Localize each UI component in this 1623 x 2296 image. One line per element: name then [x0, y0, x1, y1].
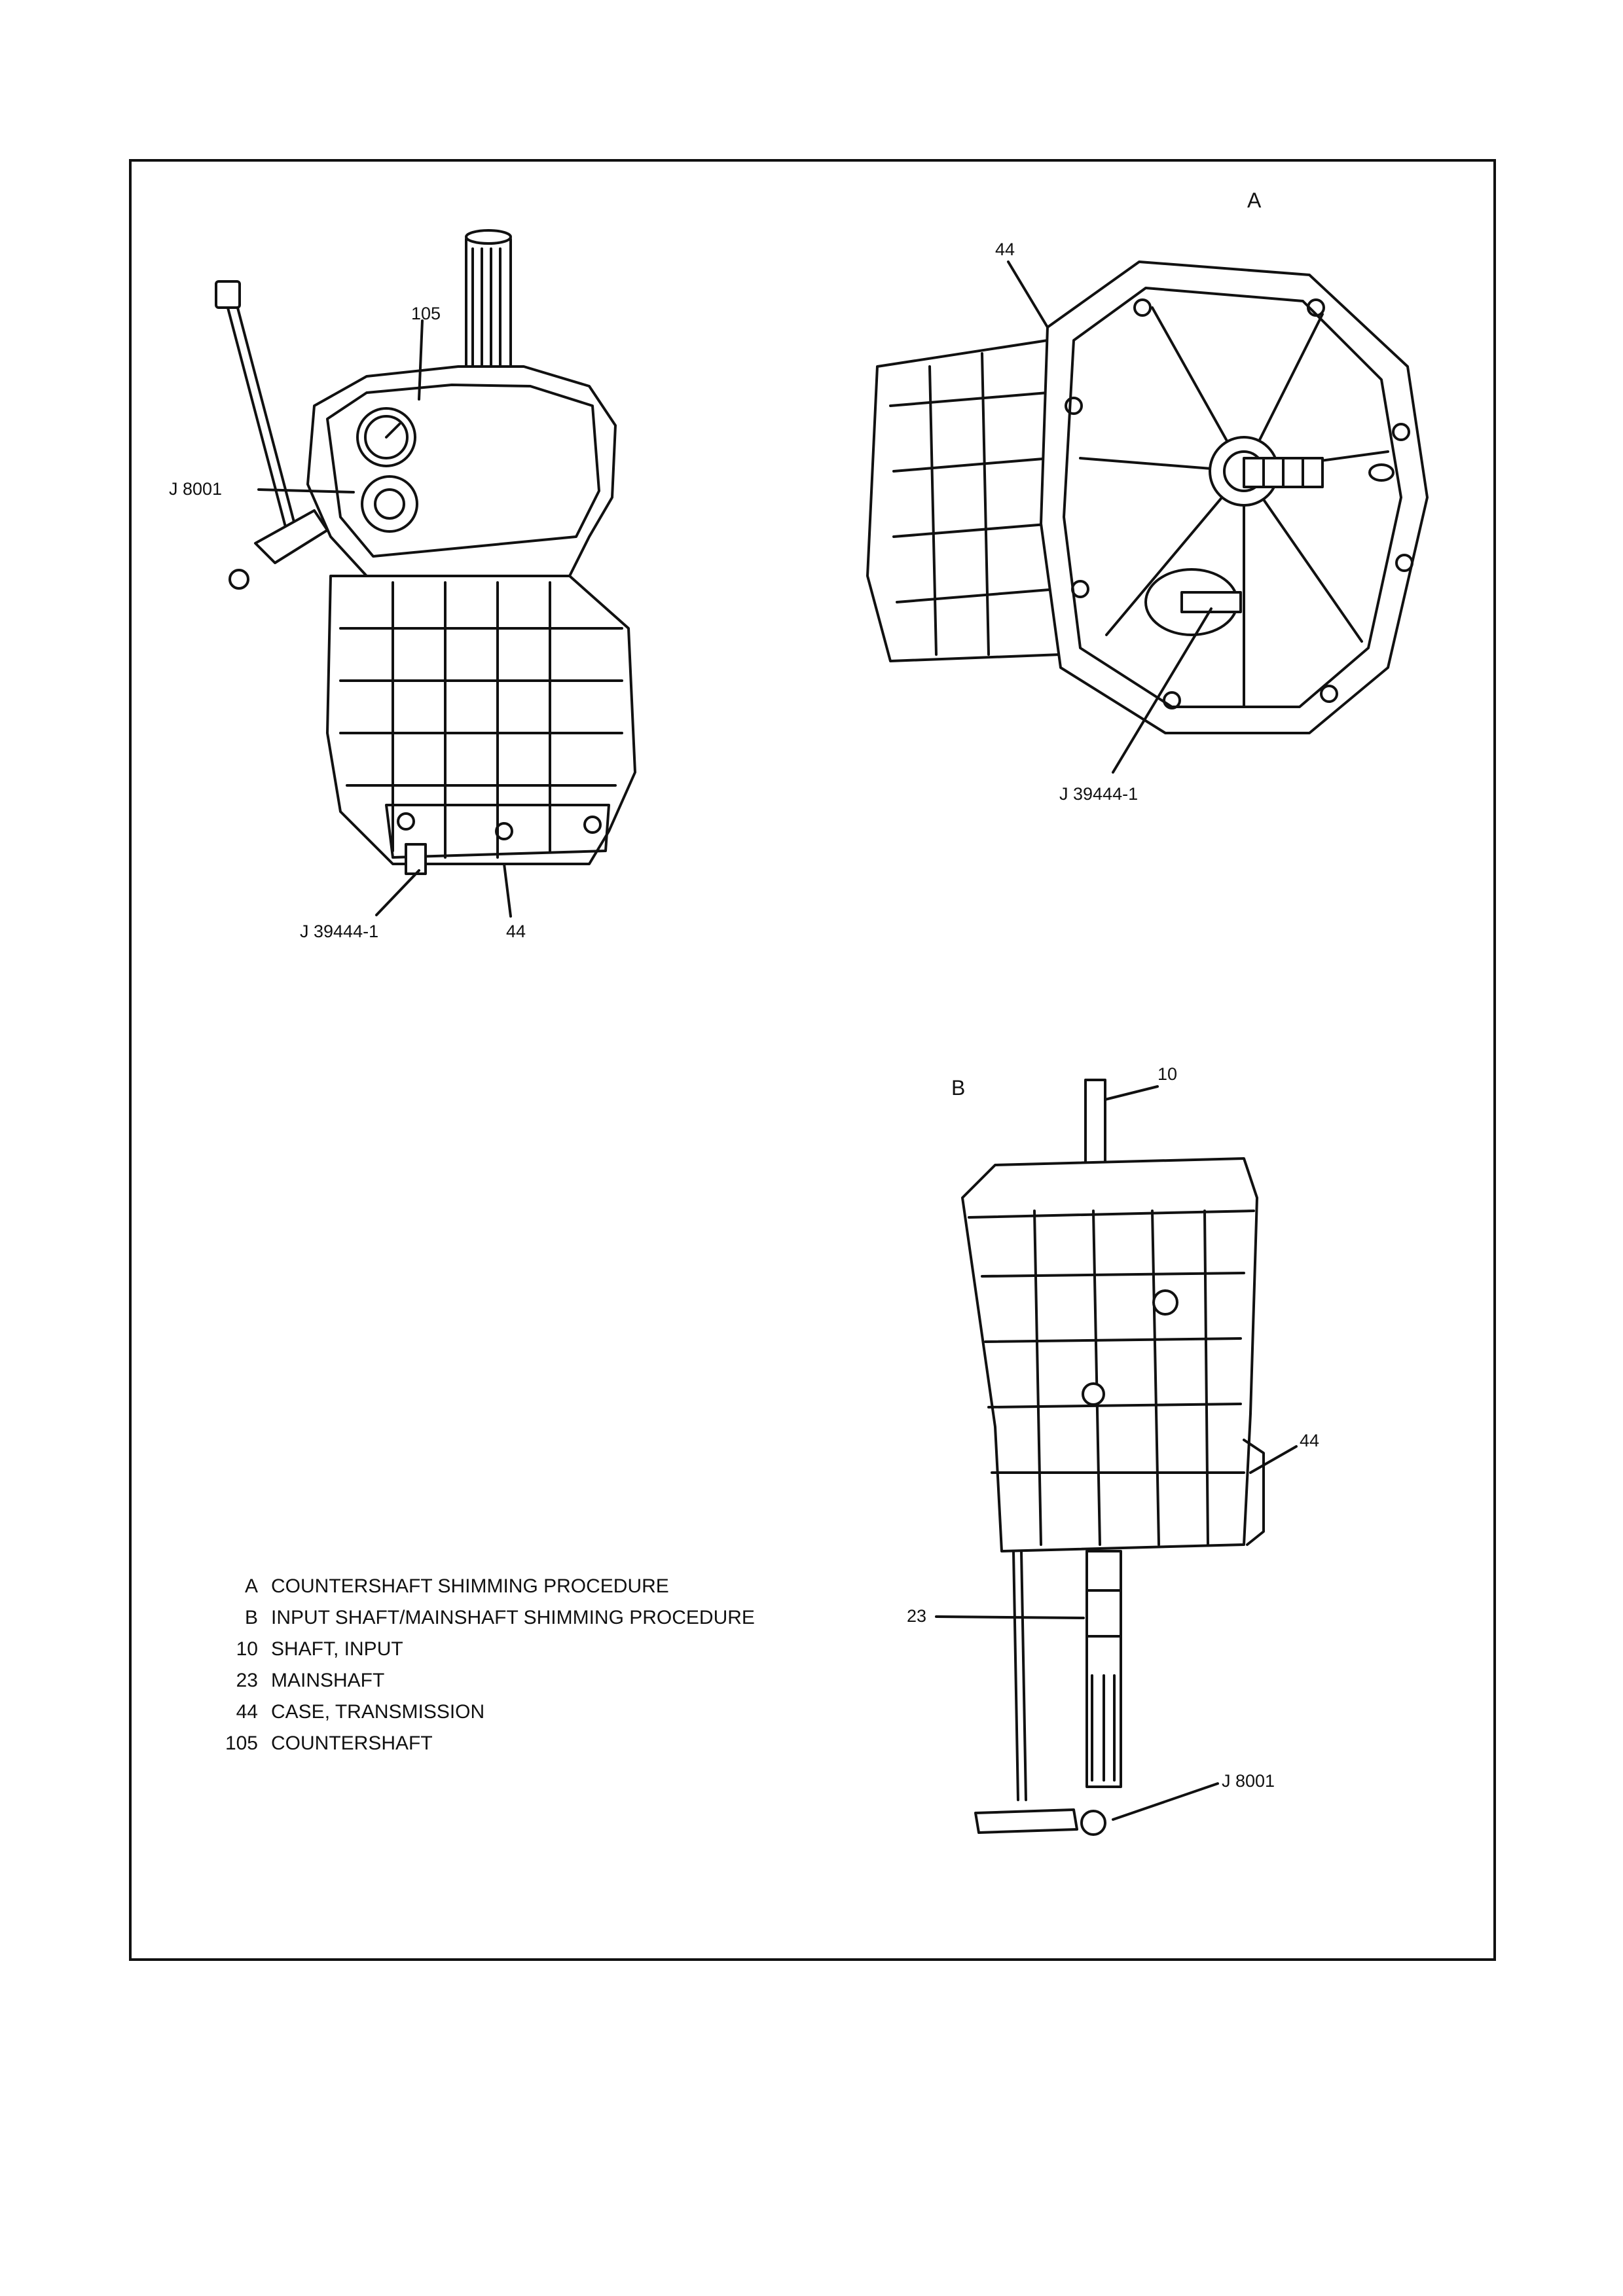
view-a-tool-callout: J 39444-1 — [1059, 785, 1138, 803]
view-b-mainshaft-callout: 23 — [907, 1607, 926, 1625]
legend-item: 10 SHAFT, INPUT — [211, 1634, 755, 1665]
legend-item: 23 MAINSHAFT — [211, 1665, 755, 1696]
legend-code: B — [211, 1607, 271, 1629]
view-a-case-callout: 44 — [995, 241, 1015, 259]
legend-text: SHAFT, INPUT — [271, 1638, 403, 1660]
legend-text: INPUT SHAFT/MAINSHAFT SHIMMING PROCEDURE — [271, 1607, 755, 1629]
left-transmission-drawing — [216, 230, 635, 916]
legend-item: A COUNTERSHAFT SHIMMING PROCEDURE — [211, 1571, 755, 1602]
view-b-letter: B — [951, 1077, 965, 1098]
legend: A COUNTERSHAFT SHIMMING PROCEDURE B INPU… — [211, 1571, 755, 1759]
view-a-letter: A — [1247, 190, 1261, 211]
left-dial-indicator-callout: J 8001 — [169, 480, 222, 498]
left-tool-callout: J 39444-1 — [300, 923, 378, 941]
legend-text: COUNTERSHAFT — [271, 1732, 433, 1755]
view-b-input-shaft-callout: 10 — [1158, 1066, 1177, 1083]
legend-item: 105 COUNTERSHAFT — [211, 1728, 755, 1759]
left-countershaft-callout: 105 — [411, 305, 441, 323]
legend-text: COUNTERSHAFT SHIMMING PROCEDURE — [271, 1575, 669, 1598]
legend-code: A — [211, 1575, 271, 1598]
view-a-transmission-drawing — [867, 262, 1427, 772]
legend-code: 10 — [211, 1638, 271, 1660]
legend-code: 23 — [211, 1670, 271, 1692]
legend-text: CASE, TRANSMISSION — [271, 1701, 484, 1723]
legend-item: 44 CASE, TRANSMISSION — [211, 1696, 755, 1728]
view-b-dial-indicator-callout: J 8001 — [1222, 1772, 1275, 1790]
legend-code: 44 — [211, 1701, 271, 1723]
legend-text: MAINSHAFT — [271, 1670, 384, 1692]
view-b-case-callout: 44 — [1300, 1432, 1319, 1450]
legend-code: 105 — [211, 1732, 271, 1755]
left-case-callout: 44 — [506, 923, 526, 941]
view-b-transmission-drawing — [936, 1080, 1296, 1835]
legend-item: B INPUT SHAFT/MAINSHAFT SHIMMING PROCEDU… — [211, 1602, 755, 1634]
